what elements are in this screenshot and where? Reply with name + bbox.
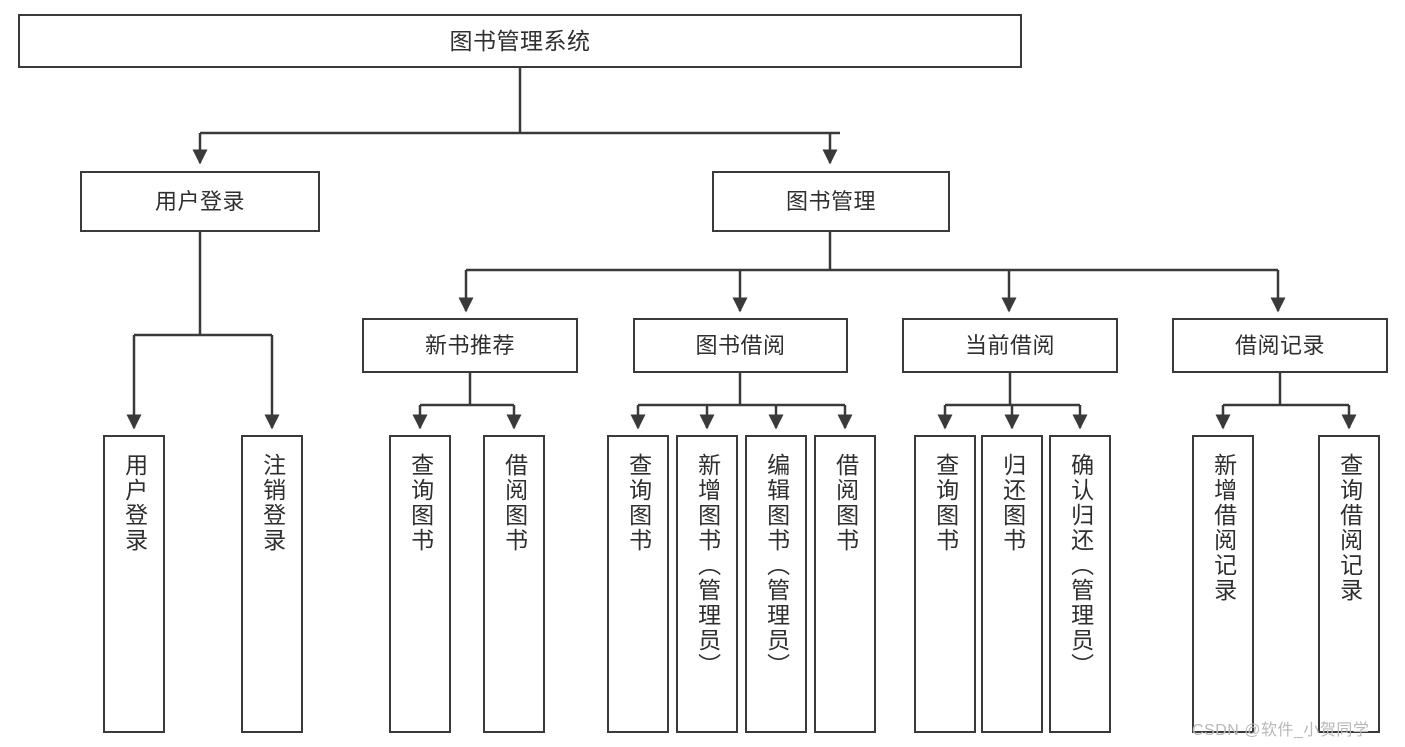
node-book-borrow[interactable]: 图书借阅	[633, 318, 848, 373]
node-label: 图书管理系统	[449, 27, 591, 54]
node-new-book-recommend[interactable]: 新书推荐	[362, 318, 578, 373]
node-label: 借阅图书	[501, 453, 528, 553]
node-current-borrow[interactable]: 当前借阅	[902, 318, 1118, 373]
node-label: 归还图书	[999, 453, 1026, 553]
leaf-borrow-book[interactable]: 借阅图书	[814, 435, 876, 733]
node-root-system[interactable]: 图书管理系统	[18, 14, 1022, 68]
node-label: 新书推荐	[424, 332, 515, 358]
node-label: 确认归还（管理员）	[1067, 453, 1094, 678]
node-label: 用户登录	[121, 453, 148, 553]
leaf-query-book-recommend[interactable]: 查询图书	[389, 435, 451, 733]
node-label: 图书管理	[785, 188, 876, 214]
node-label: 查询图书	[407, 453, 434, 553]
leaf-edit-book-admin[interactable]: 编辑图书（管理员）	[745, 435, 807, 733]
node-label: 新增借阅记录	[1210, 453, 1237, 603]
leaf-confirm-return-admin[interactable]: 确认归还（管理员）	[1049, 435, 1111, 733]
node-book-management[interactable]: 图书管理	[712, 171, 950, 232]
node-label: 当前借阅	[964, 332, 1055, 358]
node-label: 新增图书（管理员）	[694, 453, 721, 678]
leaf-borrow-book-recommend[interactable]: 借阅图书	[483, 435, 545, 733]
node-label: 查询图书	[932, 453, 959, 553]
node-label: 借阅记录	[1234, 332, 1325, 358]
leaf-query-book-borrow[interactable]: 查询图书	[607, 435, 669, 733]
node-label: 借阅图书	[832, 453, 859, 553]
node-label: 编辑图书（管理员）	[763, 453, 790, 678]
leaf-query-borrow-record[interactable]: 查询借阅记录	[1318, 435, 1380, 733]
node-borrow-record[interactable]: 借阅记录	[1172, 318, 1388, 373]
node-label: 用户登录	[154, 188, 245, 214]
node-label: 查询图书	[625, 453, 652, 553]
leaf-user-login[interactable]: 用户登录	[103, 435, 165, 733]
node-label: 查询借阅记录	[1336, 453, 1363, 603]
node-user-login[interactable]: 用户登录	[80, 171, 320, 232]
leaf-return-book[interactable]: 归还图书	[981, 435, 1043, 733]
leaf-add-borrow-record[interactable]: 新增借阅记录	[1192, 435, 1254, 733]
leaf-query-book-current[interactable]: 查询图书	[914, 435, 976, 733]
leaf-user-logout[interactable]: 注销登录	[241, 435, 303, 733]
node-label: 图书借阅	[695, 332, 786, 358]
csdn-watermark: CSDN @软件_小贺同学	[1192, 722, 1370, 739]
node-label: 注销登录	[259, 453, 286, 553]
leaf-add-book-admin[interactable]: 新增图书（管理员）	[676, 435, 738, 733]
